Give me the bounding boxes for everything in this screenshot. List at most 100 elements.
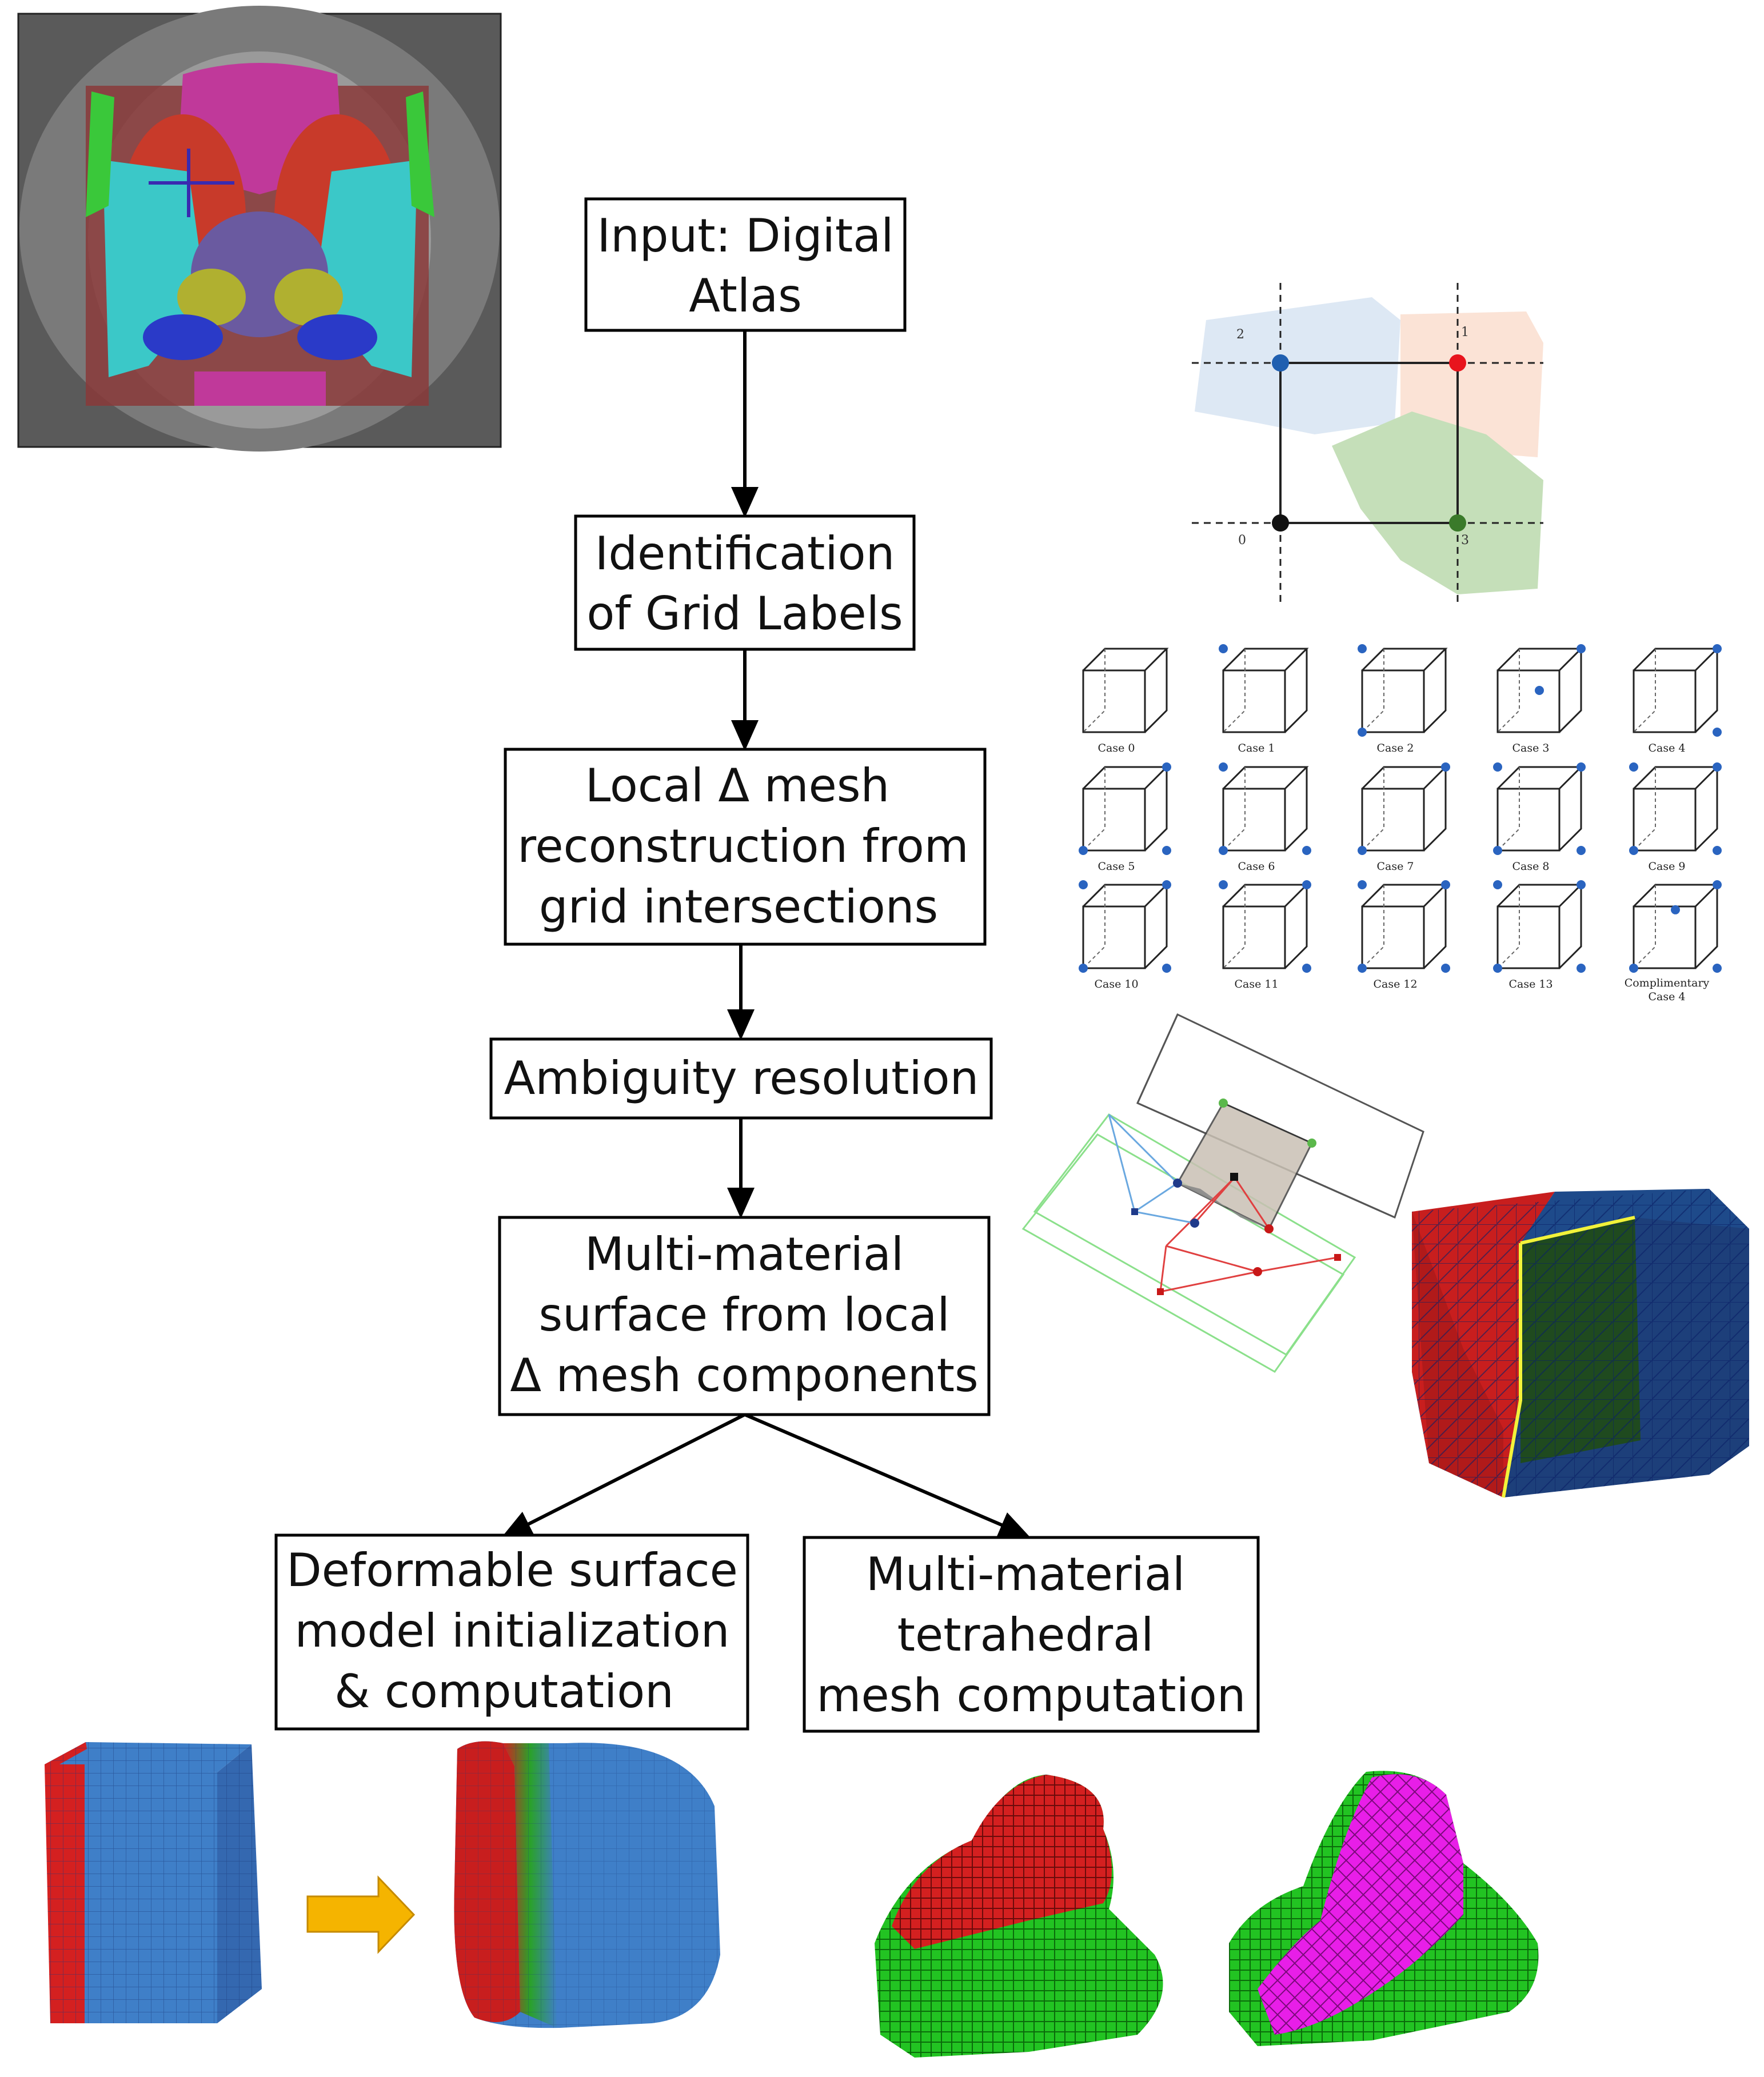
case-vertex-icon bbox=[1302, 964, 1311, 973]
case-cube-icon bbox=[1219, 762, 1311, 855]
case-vertex-icon bbox=[1713, 728, 1722, 737]
case-vertex-icon bbox=[1671, 905, 1680, 914]
case-vertex-icon bbox=[1162, 846, 1171, 855]
cube-deformed bbox=[454, 1741, 720, 2028]
case-vertex-icon bbox=[1358, 644, 1367, 653]
case-vertex-icon bbox=[1219, 644, 1228, 653]
case-vertex-icon bbox=[1577, 846, 1586, 855]
grid-corner-label-2: 2 bbox=[1236, 327, 1244, 342]
case-label: Case 12 bbox=[1373, 978, 1417, 990]
step-multi-material-surface-line-3: Δ mesh components bbox=[510, 1349, 978, 1402]
case-vertex-icon bbox=[1358, 846, 1367, 855]
case-cube-icon bbox=[1079, 880, 1171, 973]
grid-node-red-icon bbox=[1449, 354, 1466, 372]
case-label: Case 1 bbox=[1238, 742, 1275, 754]
multi-material-cube bbox=[1412, 1189, 1749, 1498]
case-vertex-icon bbox=[1629, 762, 1638, 772]
step-deformable-surface: Deformable surface model initialization … bbox=[274, 1533, 749, 1731]
step-tetrahedral-mesh: Multi-material tetrahedral mesh computat… bbox=[803, 1536, 1260, 1733]
case-vertex-icon bbox=[1441, 880, 1450, 889]
case-vertex-icon bbox=[1162, 762, 1171, 772]
case-vertex-icon bbox=[1079, 880, 1088, 889]
case-vertex-icon bbox=[1629, 846, 1638, 855]
case-cube-icon bbox=[1358, 762, 1450, 855]
case-vertex-icon bbox=[1493, 964, 1502, 973]
step-input-atlas-line-2: Atlas bbox=[689, 269, 802, 322]
step-local-mesh-line-2: reconstruction from bbox=[517, 820, 968, 873]
case-cube-icon bbox=[1629, 762, 1722, 855]
step-local-mesh-line-3: grid intersections bbox=[539, 880, 938, 933]
step-deformable-surface-line-2: model initialization bbox=[294, 1604, 729, 1657]
case-label: Case 2 bbox=[1377, 742, 1414, 754]
step-local-mesh-line-1: Local Δ mesh bbox=[585, 759, 889, 812]
case-vertex-icon bbox=[1577, 762, 1586, 772]
step-identification: Identification of Grid Labels bbox=[574, 514, 916, 651]
cube-initial bbox=[45, 1742, 262, 2023]
grid-corner-label-0: 0 bbox=[1238, 533, 1246, 548]
case-vertex-icon bbox=[1713, 846, 1722, 855]
case-cube-icon bbox=[1079, 762, 1171, 855]
case-cube-icon bbox=[1219, 644, 1309, 733]
case-vertex-icon bbox=[1713, 762, 1722, 772]
case-cube-icon bbox=[1219, 880, 1311, 973]
tetrahedral-mesh-volume bbox=[1229, 1771, 1539, 2046]
case-vertex-icon bbox=[1162, 880, 1171, 889]
grid-node-blue-icon bbox=[1272, 354, 1289, 372]
case-cube-icon bbox=[1358, 644, 1448, 737]
step-input-atlas-line-1: Input: Digital bbox=[597, 209, 894, 262]
case-label: Case 13 bbox=[1508, 978, 1553, 990]
brain-atlas-image bbox=[17, 6, 502, 452]
case-cube-icon bbox=[1496, 644, 1586, 733]
step-input-atlas: Input: Digital Atlas bbox=[584, 197, 907, 332]
tetrahedral-mesh-surface bbox=[875, 1775, 1163, 2058]
case-vertex-icon bbox=[1358, 964, 1367, 973]
step-tetrahedral-mesh-line-2: tetrahedral bbox=[897, 1608, 1154, 1661]
case-label: Case 9 bbox=[1649, 860, 1686, 873]
grid-corner-label-1: 1 bbox=[1461, 325, 1469, 339]
case-vertex-icon bbox=[1302, 846, 1311, 855]
case-label: Case 4 bbox=[1649, 742, 1686, 754]
case-vertex-icon bbox=[1162, 964, 1171, 973]
case-vertex-icon bbox=[1629, 964, 1638, 973]
grid-node-green-icon bbox=[1449, 514, 1466, 532]
case-cube-icon bbox=[1633, 644, 1722, 737]
case-vertex-icon bbox=[1577, 644, 1586, 653]
case-vertex-icon bbox=[1358, 728, 1367, 737]
case-vertex-icon bbox=[1493, 762, 1502, 772]
case-vertex-icon bbox=[1079, 846, 1088, 855]
grid-label-diagram: 2 1 0 3 bbox=[1192, 283, 1543, 606]
case-vertex-icon bbox=[1441, 964, 1450, 973]
case-vertex-icon bbox=[1441, 762, 1450, 772]
case-label: Case 8 bbox=[1512, 860, 1550, 873]
step-multi-material-surface-line-1: Multi-material bbox=[585, 1228, 904, 1281]
step-multi-material-surface-line-2: surface from local bbox=[538, 1288, 949, 1341]
case-vertex-icon bbox=[1713, 880, 1722, 889]
case-label: Case 0 bbox=[1098, 742, 1135, 754]
step-identification-line-2: of Grid Labels bbox=[586, 587, 903, 640]
flowchart-connectors bbox=[501, 330, 1031, 1538]
case-vertex-icon bbox=[1219, 762, 1228, 772]
step-deformable-surface-line-3: & computation bbox=[334, 1665, 674, 1718]
case-vertex-icon bbox=[1493, 846, 1502, 855]
case-vertex-icon bbox=[1713, 964, 1722, 973]
step-tetrahedral-mesh-line-3: mesh computation bbox=[817, 1669, 1246, 1722]
case-cube-icon bbox=[1493, 880, 1586, 973]
case-label: Case 5 bbox=[1098, 860, 1135, 873]
case-label: Complimentary bbox=[1625, 977, 1710, 989]
grid-node-black-icon bbox=[1272, 514, 1289, 532]
ambiguity-wireframe bbox=[1021, 1013, 1424, 1373]
case-vertex-icon bbox=[1493, 880, 1502, 889]
case-vertex-icon bbox=[1079, 964, 1088, 973]
grid-corner-label-3: 3 bbox=[1461, 533, 1469, 548]
case-vertex-icon bbox=[1302, 880, 1311, 889]
case-vertex-icon bbox=[1219, 880, 1228, 889]
arrow-right-icon bbox=[306, 1875, 416, 1954]
case-vertex-icon bbox=[1358, 880, 1367, 889]
step-local-mesh: Local Δ mesh reconstruction from grid in… bbox=[504, 748, 987, 946]
case-label: Case 10 bbox=[1094, 978, 1138, 990]
step-ambiguity: Ambiguity resolution bbox=[489, 1037, 993, 1120]
case-vertex-icon bbox=[1577, 880, 1586, 889]
case-vertex-icon bbox=[1535, 686, 1544, 695]
